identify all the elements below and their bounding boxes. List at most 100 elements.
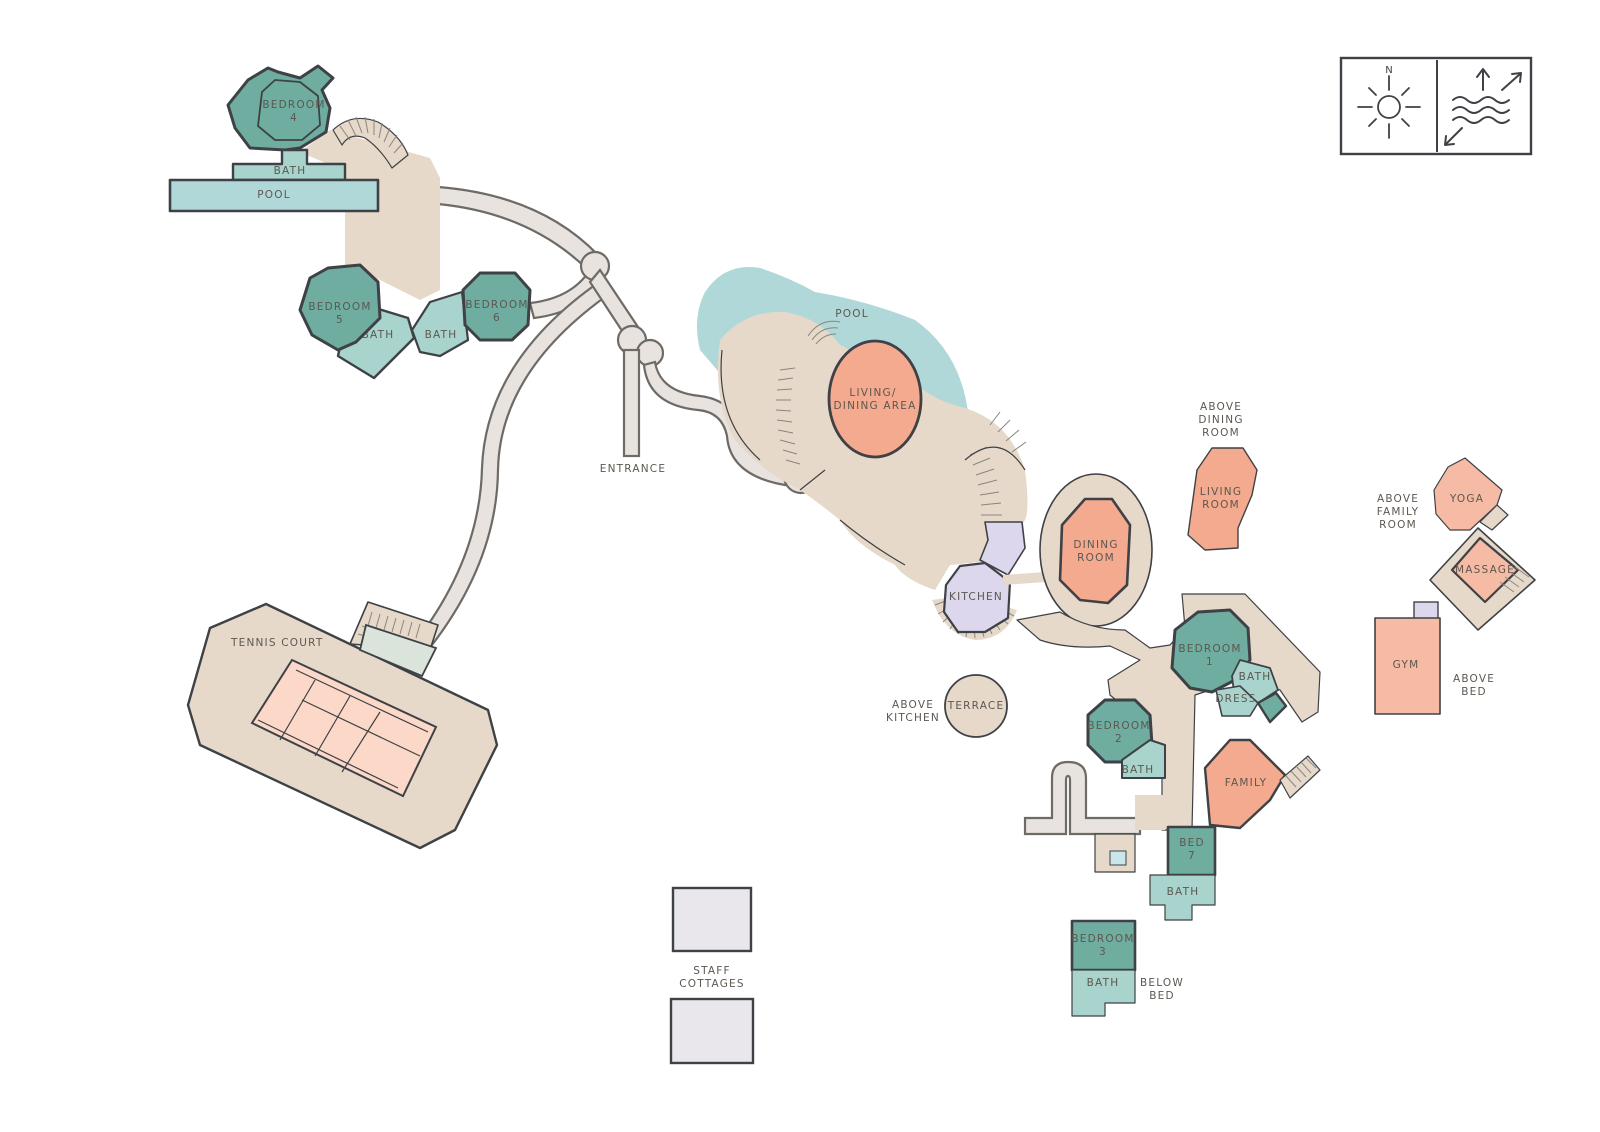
living-dining-label-1: LIVING/ (849, 387, 896, 399)
bedroom-4-label: BEDROOM (262, 99, 325, 111)
bedroom-4-number: 4 (290, 112, 298, 124)
tennis-court-label: TENNIS COURT (230, 637, 323, 649)
bath-6-label: BATH (425, 329, 458, 341)
above-dining-label-1: ABOVE (1200, 401, 1242, 413)
main-house: POOL LIVING/ DINING AREA KITCHEN DINING … (696, 267, 1153, 640)
above-family-label-2: FAMILY (1377, 506, 1419, 518)
bedroom-7-label: BED (1179, 837, 1205, 849)
walkways (418, 185, 1142, 836)
family-room-label: FAMILY (1225, 777, 1267, 789)
living-dining-area (827, 339, 923, 459)
above-bed-label-2: BED (1461, 686, 1487, 698)
yoga-room (1433, 457, 1503, 531)
living-dining-label-2: DINING AREA (834, 400, 917, 412)
bedroom-5-label: BEDROOM (308, 301, 371, 313)
bath-5-label: BATH (362, 329, 395, 341)
above-bed-label-1: ABOVE (1453, 673, 1495, 685)
living-room-above-dining: LIVING ROOM ABOVE DINING ROOM (1187, 401, 1258, 551)
bedroom-1-number: 1 (1206, 656, 1214, 668)
bath-7 (1149, 874, 1216, 921)
bath-2-label: BATH (1122, 764, 1155, 776)
above-dining-label-2: DINING (1198, 414, 1243, 426)
north-label: N (1385, 65, 1392, 76)
above-family-label-3: ROOM (1379, 519, 1417, 531)
bedroom-6 (461, 271, 532, 342)
service-room-window (1109, 850, 1127, 866)
bedroom-5-number: 5 (336, 314, 344, 326)
yoga-label: YOGA (1449, 493, 1484, 505)
tennis-court-area: TENNIS COURT (186, 601, 499, 850)
bedroom-6-number: 6 (493, 312, 501, 324)
above-family-label-1: ABOVE (1377, 493, 1419, 505)
tennis-court-surface (250, 658, 438, 798)
family-stairs (1279, 755, 1321, 799)
bedroom-1-closet (1256, 691, 1288, 724)
tennis-court-lines (257, 669, 429, 789)
entrance-label: ENTRANCE (600, 463, 666, 475)
bedroom-3-label: BEDROOM (1071, 933, 1134, 945)
living-room-label-1: LIVING (1200, 486, 1242, 498)
bedroom-3-number: 3 (1099, 946, 1107, 958)
kitchen-label: KITCHEN (949, 591, 1003, 603)
family-stair-treads (1285, 757, 1317, 788)
bath-1-label: BATH (1239, 671, 1272, 683)
above-dining-label-3: ROOM (1202, 427, 1240, 439)
dining-room-label-1: DINING (1073, 539, 1118, 551)
bath-3-label: BATH (1087, 977, 1120, 989)
pool-steps (807, 320, 841, 345)
terrace-above-kitchen: TERRACE ABOVE KITCHEN (886, 674, 1008, 738)
waves-arrows-icon (1444, 68, 1522, 146)
bedroom-1-label: BEDROOM (1178, 643, 1241, 655)
below-bed-label-2: BED (1149, 990, 1175, 1002)
pool-main-label: POOL (835, 308, 869, 320)
yoga-step (1479, 504, 1509, 531)
orientation-legend: N (1339, 56, 1533, 156)
terrace-edge-east (964, 446, 1026, 471)
bath-northwest-label: BATH (274, 165, 307, 177)
bath-2 (1121, 739, 1166, 779)
pool-northwest-label: POOL (257, 189, 291, 201)
terrace-circle (944, 674, 1008, 738)
dressing-room-label: DRESS (1215, 693, 1256, 705)
stair-treads-northwest (339, 116, 404, 154)
living-room-upper (1187, 447, 1258, 551)
bedroom-1 (1170, 608, 1252, 694)
bedroom-6-label: BEDROOM (465, 299, 528, 311)
terrace-edge-south (799, 469, 906, 566)
above-kitchen-label-2: KITCHEN (886, 712, 940, 724)
below-bed-label-1: BELOW (1140, 977, 1184, 989)
above-kitchen-label-1: ABOVE (892, 699, 934, 711)
pool-northwest (168, 178, 380, 213)
living-stairs-west (775, 367, 801, 465)
massage-label: MASSAGE (1455, 564, 1515, 576)
gym-label: GYM (1393, 659, 1420, 671)
bedroom-7-number: 7 (1188, 850, 1196, 862)
dining-room-label-2: ROOM (1077, 552, 1115, 564)
bedroom-5 (298, 263, 382, 352)
terrace-label: TERRACE (947, 700, 1005, 712)
walkway-service-path (1023, 760, 1142, 836)
staff-cottages: STAFF COTTAGES (669, 886, 755, 1065)
staff-cottage-1 (671, 886, 753, 953)
southeast-corridor-lower (1135, 795, 1165, 830)
dressing-room (1215, 685, 1259, 717)
corridor-kitchen-dining (1003, 572, 1045, 585)
living-room-label-2: ROOM (1202, 499, 1240, 511)
bedroom-4-inner (257, 79, 321, 141)
staff-cottage-2 (669, 997, 755, 1065)
kitchen-stair-arc (932, 598, 1017, 640)
bath-7-label: BATH (1167, 886, 1200, 898)
dining-room (1058, 497, 1132, 605)
tennis-landing (358, 623, 438, 678)
walkway-node-3 (635, 338, 665, 368)
walkway-north-arc (436, 185, 600, 272)
gym (1374, 617, 1441, 715)
sun-compass-icon (1357, 75, 1421, 139)
northwest-wing: BEDROOM 4 BATH POOL BATH BEDROOM 5 BATH … (168, 64, 532, 380)
staff-cottages-label-2: COTTAGES (679, 978, 744, 990)
terrace-edge-west (720, 349, 761, 461)
bedroom-2-number: 2 (1115, 733, 1123, 745)
kitchen (942, 561, 1012, 634)
entrance-path (622, 348, 641, 458)
